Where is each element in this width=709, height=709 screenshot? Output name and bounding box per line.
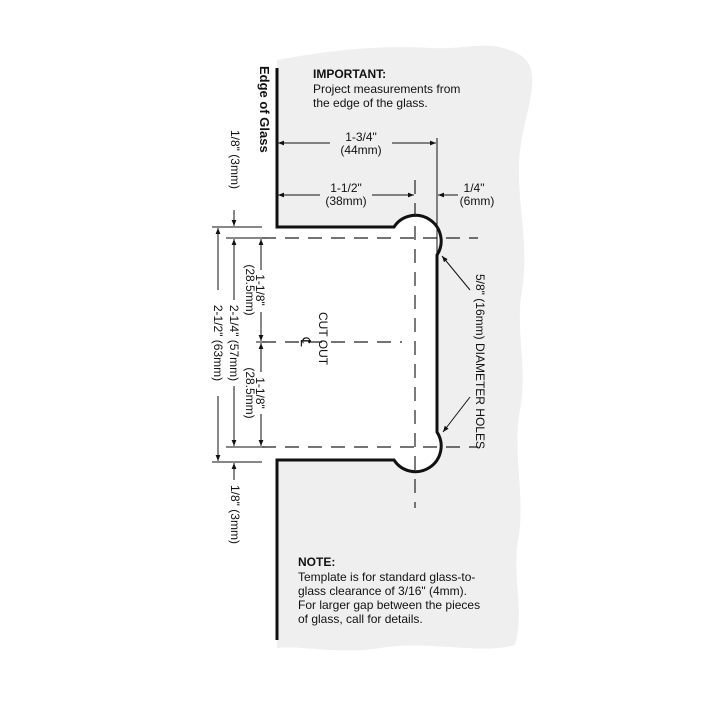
dim-label: 1-1/8" bbox=[253, 377, 267, 409]
glass-edge-line bbox=[275, 68, 443, 640]
dim-label: 1/8" (3mm) bbox=[228, 130, 242, 189]
important-line: the edge of the glass. bbox=[313, 96, 428, 110]
edge-of-glass-label: Edge of Glass bbox=[257, 66, 272, 153]
holes-label: 5/8" (16mm) DIAMETER HOLES bbox=[473, 274, 487, 449]
leader-line bbox=[441, 255, 471, 291]
dim-label: 1-1/8" bbox=[253, 274, 267, 306]
dim-label: 1-1/2" bbox=[330, 181, 362, 195]
dim-label: (28.5mm) bbox=[243, 264, 257, 315]
dim-label: 1-3/4" bbox=[345, 130, 377, 144]
cutout-label: CUT OUT bbox=[316, 312, 330, 366]
dim-label: (6mm) bbox=[460, 194, 495, 208]
dim-label: 1/8" (3mm) bbox=[228, 485, 242, 544]
dim-label: 1/4" bbox=[464, 181, 485, 195]
leader-line bbox=[442, 396, 471, 433]
note-line: glass clearance of 3/16" (4mm). bbox=[298, 584, 467, 598]
important-title: IMPORTANT: bbox=[313, 67, 386, 81]
dim-label: (28.5mm) bbox=[243, 367, 257, 418]
dim-label: 2-1/2" (63mm) bbox=[211, 305, 225, 381]
cutout-region bbox=[277, 213, 441, 473]
centerline-symbol: ℄ bbox=[298, 337, 314, 347]
dim-label: (38mm) bbox=[325, 194, 366, 208]
important-line: Project measurements from bbox=[313, 82, 460, 96]
note-line: of glass, call for details. bbox=[298, 612, 423, 626]
note-line: Template is for standard glass-to- bbox=[298, 570, 475, 584]
dim-label: (44mm) bbox=[340, 143, 381, 157]
note-line: For larger gap between the pieces bbox=[298, 598, 480, 612]
note-title: NOTE: bbox=[298, 555, 335, 569]
dim-label: 2-1/4" (57mm) bbox=[227, 305, 241, 381]
